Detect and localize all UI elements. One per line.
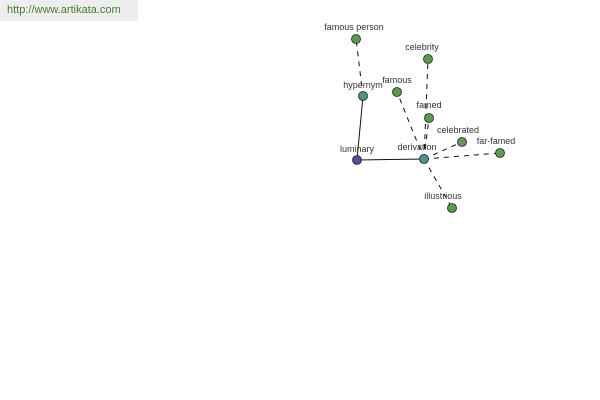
node-far-famed[interactable] bbox=[495, 148, 505, 158]
node-illustrious-label: illustrious bbox=[424, 191, 462, 201]
edge-derivation-celebrity bbox=[423, 58, 429, 160]
source-link[interactable]: http://www.artikata.com bbox=[7, 4, 121, 16]
node-famous[interactable] bbox=[392, 87, 402, 97]
node-celebrated[interactable] bbox=[457, 137, 467, 147]
edge-derivation-celebrated bbox=[423, 141, 463, 160]
node-famed-label: famed bbox=[416, 100, 441, 110]
edge-derivation-famous bbox=[396, 91, 425, 160]
node-famed[interactable] bbox=[424, 113, 434, 123]
node-famous-person[interactable] bbox=[351, 34, 361, 44]
edge-luminary-hypernym bbox=[356, 95, 364, 161]
node-derivation[interactable] bbox=[419, 154, 429, 164]
node-hypernym-label: hypernym bbox=[343, 80, 383, 90]
edge-derivation-far-famed bbox=[423, 152, 501, 160]
node-illustrious[interactable] bbox=[447, 203, 457, 213]
node-luminary[interactable] bbox=[352, 155, 362, 165]
node-derivation-label: derivation bbox=[397, 142, 436, 152]
edge-derivation-famed bbox=[423, 117, 430, 160]
node-celebrity-label: celebrity bbox=[405, 42, 439, 52]
node-hypernym[interactable] bbox=[358, 91, 368, 101]
node-celebrity[interactable] bbox=[423, 54, 433, 64]
node-famous-label: famous bbox=[382, 75, 412, 85]
edge-luminary-derivation bbox=[356, 158, 425, 161]
node-luminary-label: luminary bbox=[340, 144, 375, 154]
node-famous-person-label: famous person bbox=[324, 22, 384, 32]
source-banner: http://www.artikata.com bbox=[0, 0, 138, 21]
node-celebrated-label: celebrated bbox=[437, 125, 479, 135]
node-far-famed-label: far-famed bbox=[477, 136, 516, 146]
